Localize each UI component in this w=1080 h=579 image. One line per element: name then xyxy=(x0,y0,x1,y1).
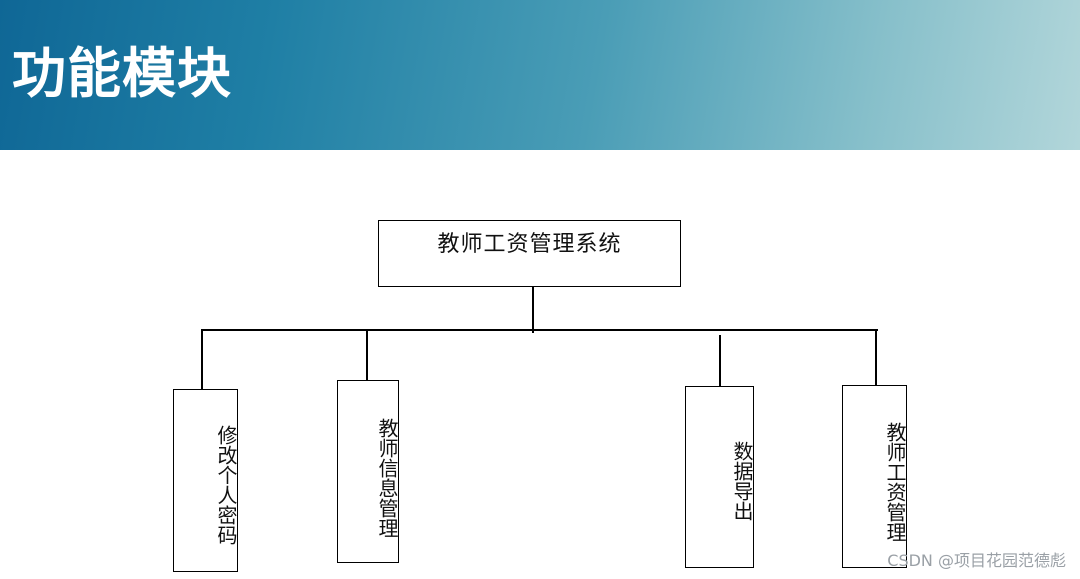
root-node: 教师工资管理系统 xyxy=(378,220,681,287)
child-connector-line-4 xyxy=(875,330,877,385)
child-node-label: 教师工资管理 xyxy=(883,422,907,542)
header-banner: 功能模块 xyxy=(0,0,1080,150)
watermark: CSDN @项目花园范德彪 xyxy=(887,551,1066,570)
child-node-label: 数据导出 xyxy=(730,441,754,521)
child-node-label: 修改个人密码 xyxy=(214,425,238,545)
child-node-change-password: 修改个人密码 xyxy=(173,389,238,572)
page-title: 功能模块 xyxy=(12,42,232,105)
child-connector-line-3 xyxy=(719,335,721,386)
child-node-label: 教师信息管理 xyxy=(375,418,399,538)
root-node-label: 教师工资管理系统 xyxy=(437,232,622,257)
child-connector-line-2 xyxy=(366,330,368,380)
child-node-data-export: 数据导出 xyxy=(685,386,754,568)
root-connector-line xyxy=(532,287,534,333)
child-connector-line-1 xyxy=(201,330,203,389)
child-node-teacher-info: 教师信息管理 xyxy=(337,380,399,563)
child-node-salary-management: 教师工资管理 xyxy=(842,385,907,568)
horizontal-bus-line xyxy=(201,329,878,331)
